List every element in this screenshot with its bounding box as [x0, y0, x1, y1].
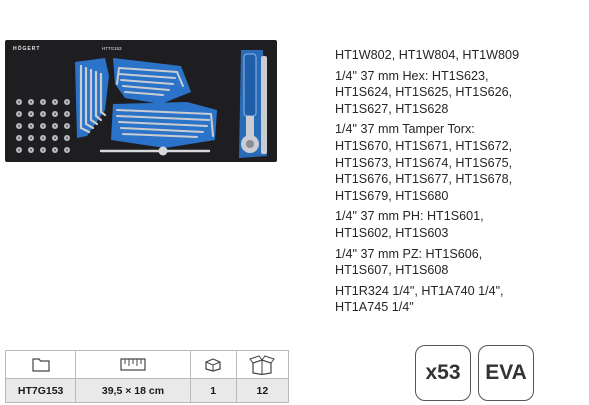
box-icon — [205, 357, 221, 372]
tool-tray-illustration — [16, 50, 267, 158]
table-cell-pieces: 1 — [189, 378, 237, 403]
spec-line: 1/4" 37 mm PH: HT1S601, HT1S602, HT1S603 — [335, 209, 484, 240]
quantity-badge: x53 — [415, 345, 471, 401]
spec-line: 1/4" 37 mm Hex: HT1S623, HT1S624, HT1S62… — [335, 68, 513, 116]
spec-line: 1/4" 37 mm Tamper Torx: HT1S670, HT1S671… — [335, 122, 513, 203]
folder-icon — [32, 358, 50, 372]
product-info-table: HT7G153 39,5 × 18 cm 1 12 — [4, 350, 290, 403]
table-cell-code: HT7G153 — [4, 378, 77, 403]
table-cell — [189, 350, 237, 379]
carton-icon — [249, 354, 276, 375]
ruler-icon — [120, 358, 146, 371]
spec-line: 1/4" 37 mm PZ: HT1S606, HT1S607, HT1S608 — [335, 246, 483, 278]
table-cell-carton-qty: 12 — [235, 378, 290, 403]
brand-logo-text: HÖGERT — [13, 46, 41, 52]
spec-line: HT1R324 1/4", HT1A740 1/4", HT1A745 1/4" — [335, 283, 504, 315]
spec-line: HT1W802, HT1W804, HT1W809 — [335, 48, 520, 62]
product-photo: HÖGERT HT7G153 — [5, 40, 277, 162]
table-cell-dimensions: 39,5 × 18 cm — [75, 378, 191, 403]
tray-code-label: HT7G153 — [102, 46, 122, 51]
table-cell — [4, 350, 77, 379]
table-cell — [75, 350, 191, 379]
table-cell — [235, 350, 290, 379]
material-badge: EVA — [478, 345, 534, 401]
spec-list: HT1W802, HT1W804, HT1W809 1/4" 37 mm Hex… — [335, 47, 585, 320]
